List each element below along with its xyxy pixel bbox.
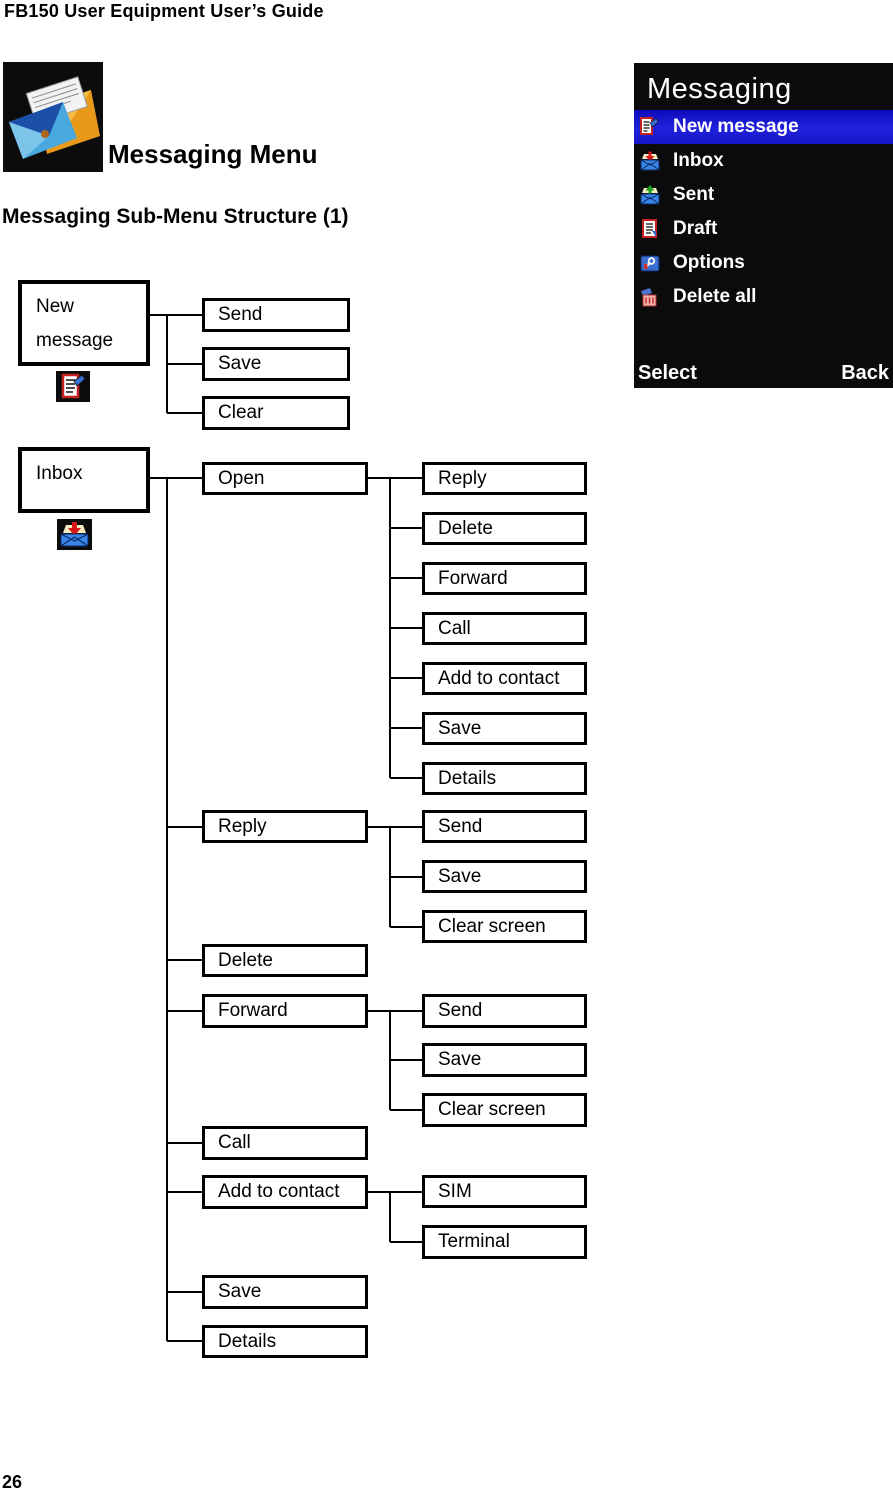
document-header: FB150 User Equipment User’s Guide [4,1,324,21]
tree-node-terminal: Terminal [422,1225,587,1259]
tree-node-add-to-contact: Add to contact [202,1175,368,1209]
tree-node-forward: Forward [422,562,587,595]
new-message-icon [640,117,659,135]
tree-node-open: Open [202,462,368,495]
tree-node-call: Call [202,1126,368,1160]
tree-node-save: Save [422,860,587,893]
tree-node-label: New message [36,296,114,351]
menu-item-sent[interactable]: Sent [634,178,893,212]
tree-node-save: Save [422,1043,587,1077]
menu-item-label: New message [673,116,799,137]
section-title: Messaging Menu [108,139,318,169]
menu-item-label: Options [673,252,745,273]
menu-item-label: Inbox [673,150,724,171]
menu-item-options[interactable]: Options [634,246,893,280]
tree-node-send: Send [202,298,350,332]
softkey-select[interactable]: Select [638,362,697,384]
tree-node-save: Save [202,1275,368,1309]
tree-node-forward: Forward [202,994,368,1028]
tree-node-new-message: New message [18,280,150,366]
tree-node-label: Inbox [36,463,83,484]
menu-item-label: Delete all [673,286,757,307]
subsection-title: Messaging Sub-Menu Structure (1) [2,205,349,228]
menu-item-new-message[interactable]: New message [634,110,893,144]
tree-node-send: Send [422,994,587,1028]
page-number: 26 [2,1472,23,1492]
sent-icon [640,185,660,205]
new-message-icon [56,371,90,402]
softkey-bar: Select Back [634,362,893,385]
menu-item-label: Sent [673,184,715,205]
menu-item-label: Draft [673,218,718,239]
softkey-back[interactable]: Back [841,362,889,384]
tree-node-clear-screen: Clear screen [422,910,587,943]
tree-node-reply: Reply [202,810,368,843]
menu-item-draft[interactable]: Draft [634,212,893,246]
menu-item-inbox[interactable]: Inbox [634,144,893,178]
draft-icon [642,219,657,238]
tree-node-reply: Reply [422,462,587,495]
tree-node-delete: Delete [202,944,368,977]
tree-node-clear: Clear [202,396,350,430]
tree-node-delete: Delete [422,512,587,545]
tree-node-send: Send [422,810,587,843]
inbox-icon [57,519,92,550]
tree-node-save: Save [422,712,587,745]
inbox-icon [640,151,660,171]
options-icon [640,255,660,272]
tree-node-call: Call [422,612,587,645]
tree-node-details: Details [422,762,587,795]
tree-node-inbox: Inbox [18,447,150,513]
tree-node-details: Details [202,1325,368,1358]
menu-item-delete-all[interactable]: Delete all [634,280,893,314]
tree-node-add-to-contact: Add to contact [422,662,587,695]
tree-node-clear-screen: Clear screen [422,1093,587,1127]
delete-all-icon [641,288,657,307]
tree-node-save: Save [202,347,350,381]
phone-screen-title: Messaging [647,73,792,105]
phone-screen: Messaging New message Inbox [634,63,893,388]
tree-node-sim: SIM [422,1175,587,1208]
messaging-envelopes-image [3,62,103,172]
